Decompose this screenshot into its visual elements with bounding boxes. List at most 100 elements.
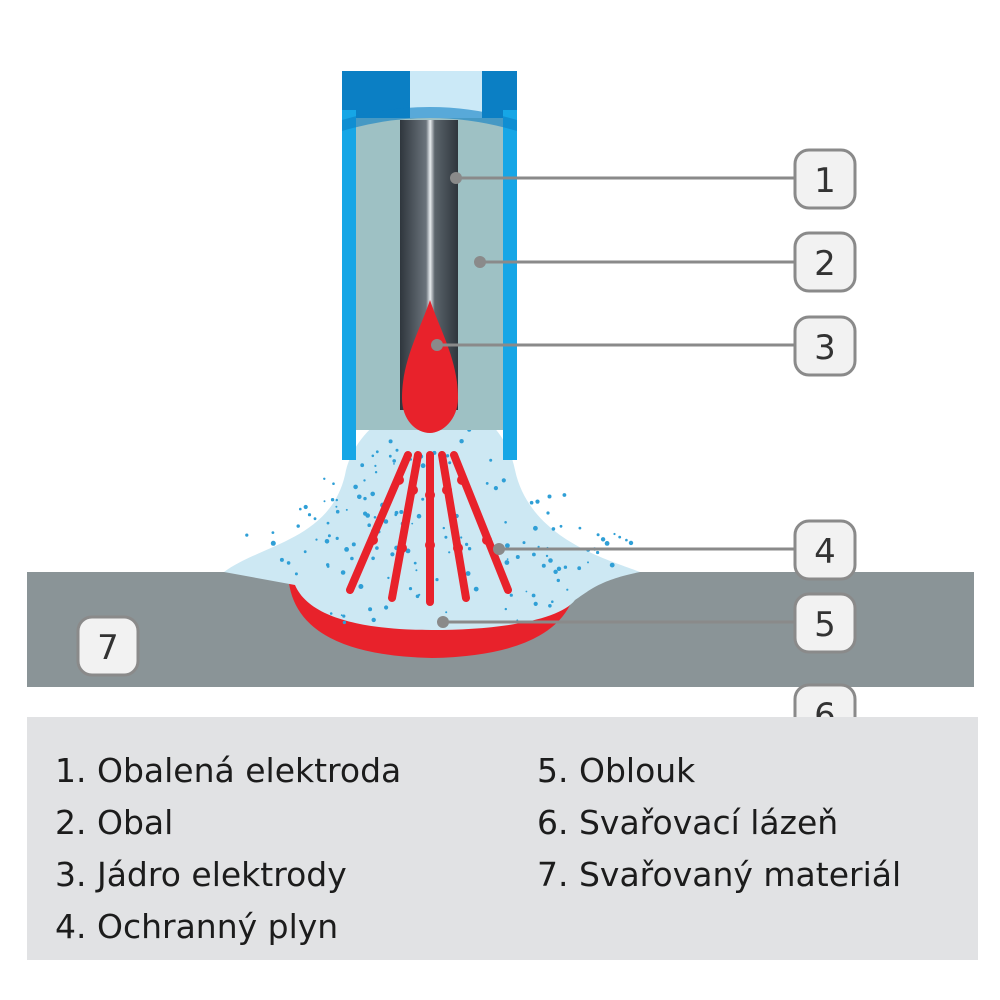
gas-particle — [399, 510, 404, 514]
gas-particle — [485, 482, 489, 485]
callout-1: 1 — [793, 148, 857, 210]
legend-item: 6. Svařovací lázeň — [537, 803, 839, 842]
gas-particle — [353, 484, 358, 490]
legend-item: 4. Ochranný plyn — [55, 907, 339, 946]
gas-particle — [368, 607, 373, 612]
gas-particle — [515, 555, 520, 559]
gas-particle — [383, 519, 389, 524]
arc-ray — [438, 451, 470, 602]
gas-particle — [545, 554, 549, 558]
gas-particle — [342, 620, 347, 625]
gas-particle — [371, 617, 376, 623]
gas-particle — [413, 561, 417, 565]
gas-particle — [374, 471, 378, 474]
gas-particle — [335, 536, 339, 541]
gas-particle — [460, 536, 463, 539]
gas-particle — [551, 527, 556, 531]
gas-particle — [342, 614, 346, 618]
gas-particle — [394, 510, 399, 515]
gas-particle — [600, 537, 606, 542]
gas-particle — [467, 547, 472, 551]
gas-particle — [618, 535, 622, 539]
gas-particle — [578, 526, 582, 530]
gas-particle — [335, 509, 340, 514]
gas-particle — [271, 531, 275, 534]
gas-particle — [504, 560, 510, 565]
gas-particle — [327, 534, 331, 538]
gas-particle — [307, 513, 312, 517]
gas-particle — [335, 498, 338, 502]
gas-particle — [559, 524, 563, 528]
gas-particle — [563, 565, 568, 569]
gas-particle — [459, 439, 464, 444]
gas-particle — [525, 590, 528, 593]
gas-particle — [553, 569, 558, 574]
gas-particle — [448, 551, 451, 554]
gas-particle — [408, 587, 413, 591]
gas-particle — [371, 454, 375, 458]
gas-particle — [420, 463, 426, 469]
gas-particle — [448, 461, 452, 465]
gas-particle — [445, 611, 448, 614]
gas-particle — [245, 533, 249, 537]
gas-particle — [326, 563, 330, 567]
gas-particle — [374, 464, 377, 467]
gas-particle — [330, 498, 335, 502]
gas-particle — [465, 571, 471, 576]
gas-particle — [360, 463, 365, 468]
gas-particle — [299, 507, 302, 511]
gas-particle — [270, 540, 276, 546]
gas-particle — [313, 517, 317, 521]
gas-particle — [344, 547, 349, 552]
svg-text:7: 7 — [97, 628, 119, 668]
gas-particle — [350, 556, 354, 561]
legend: 1. Obalená elektroda 2. Obal 3. Jádro el… — [27, 717, 978, 960]
gas-particle — [323, 477, 326, 480]
legend-item: 7. Svařovaný materiál — [537, 855, 902, 894]
gas-particle — [506, 558, 509, 560]
gas-particle — [522, 541, 526, 545]
gas-particle — [493, 486, 498, 491]
gas-particle — [442, 526, 445, 530]
gas-particle — [335, 505, 338, 508]
gas-particle — [562, 493, 567, 497]
gas-particle — [296, 524, 300, 528]
legend-item: 2. Obal — [55, 803, 174, 842]
gas-particle — [375, 450, 379, 454]
gas-particle — [587, 561, 589, 564]
gas-particle — [505, 543, 510, 548]
legend-item: 3. Jádro elektrody — [55, 855, 347, 894]
gas-particle — [535, 499, 540, 504]
gas-particle — [556, 578, 560, 583]
gas-particle — [548, 558, 553, 563]
gas-particle — [418, 593, 421, 596]
gas-particle — [465, 542, 469, 547]
callout-2: 2 — [793, 231, 857, 293]
gas-particle — [537, 545, 540, 549]
leader-dots — [431, 172, 505, 628]
gas-particle — [541, 563, 546, 568]
legend-column-right: 5. Oblouk 6. Svařovací lázeň 7. Svařovan… — [537, 745, 901, 960]
gas-particle — [388, 454, 392, 458]
svg-text:5: 5 — [814, 605, 836, 645]
gas-particle — [384, 605, 389, 610]
gas-particle — [577, 566, 582, 571]
gas-particle — [556, 566, 562, 571]
electrode-side-left — [342, 110, 356, 460]
gas-particle — [551, 600, 554, 603]
legend-item: 1. Obalená elektroda — [55, 751, 402, 790]
gas-particle — [625, 538, 628, 542]
gas-particle — [628, 540, 634, 546]
gas-particle — [340, 570, 346, 575]
gas-particle — [547, 494, 552, 499]
svg-text:2: 2 — [814, 244, 836, 284]
arc-rays — [346, 451, 512, 606]
gas-particle — [294, 572, 298, 576]
gas-particle — [533, 601, 538, 607]
gas-particle — [395, 448, 399, 452]
gas-particle — [504, 521, 507, 524]
gas-particle — [613, 532, 616, 536]
callout-7: 7 — [76, 615, 140, 677]
electrode-side-right — [503, 110, 517, 460]
gas-particle — [393, 463, 395, 465]
